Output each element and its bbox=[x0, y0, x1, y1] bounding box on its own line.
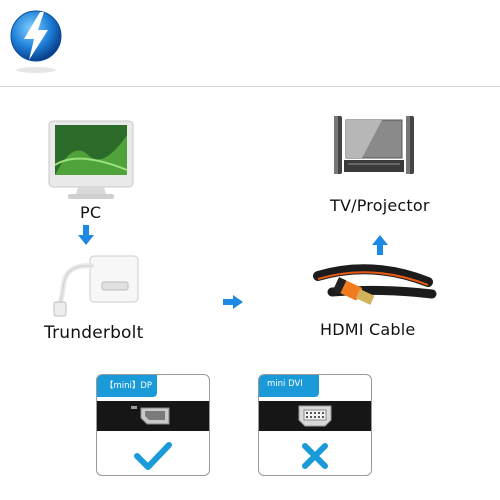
tv-projector-label: TV/Projector bbox=[330, 196, 430, 215]
cross-icon bbox=[302, 443, 328, 469]
mini-dvi-card: mini DVI bbox=[258, 374, 372, 476]
trunderbolt-label: Trunderbolt bbox=[44, 323, 144, 343]
pc-label: PC bbox=[80, 203, 102, 222]
mini-dp-port-band bbox=[97, 401, 209, 431]
mini-dp-tab-label: 【mini】DP bbox=[105, 381, 153, 391]
thunderbolt-logo-icon bbox=[10, 6, 66, 74]
mini-dp-card: 【mini】DP bbox=[96, 374, 210, 476]
mini-dp-port-icon bbox=[131, 405, 175, 427]
mini-dvi-tab-label: mini DVI bbox=[267, 379, 303, 389]
thunderbolt-to-hdmi-adapter-icon bbox=[48, 252, 144, 318]
header-divider bbox=[0, 86, 500, 87]
arrow-right-icon bbox=[222, 294, 244, 309]
mini-dp-tab: 【mini】DP bbox=[97, 375, 157, 397]
mini-dvi-port-band bbox=[259, 401, 371, 431]
mini-dp-status bbox=[97, 437, 209, 475]
arrow-down-icon bbox=[78, 224, 94, 246]
mini-dvi-port-icon bbox=[297, 404, 333, 428]
mini-dvi-tab: mini DVI bbox=[259, 375, 319, 397]
arrow-up-icon bbox=[372, 234, 388, 256]
tv-with-speakers-icon bbox=[322, 112, 426, 178]
hdmi-cable-label: HDMI Cable bbox=[320, 320, 416, 339]
computer-monitor-icon bbox=[48, 120, 134, 200]
hdmi-cable-icon bbox=[312, 262, 440, 312]
checkmark-icon bbox=[134, 442, 172, 470]
mini-dvi-status bbox=[259, 437, 371, 475]
